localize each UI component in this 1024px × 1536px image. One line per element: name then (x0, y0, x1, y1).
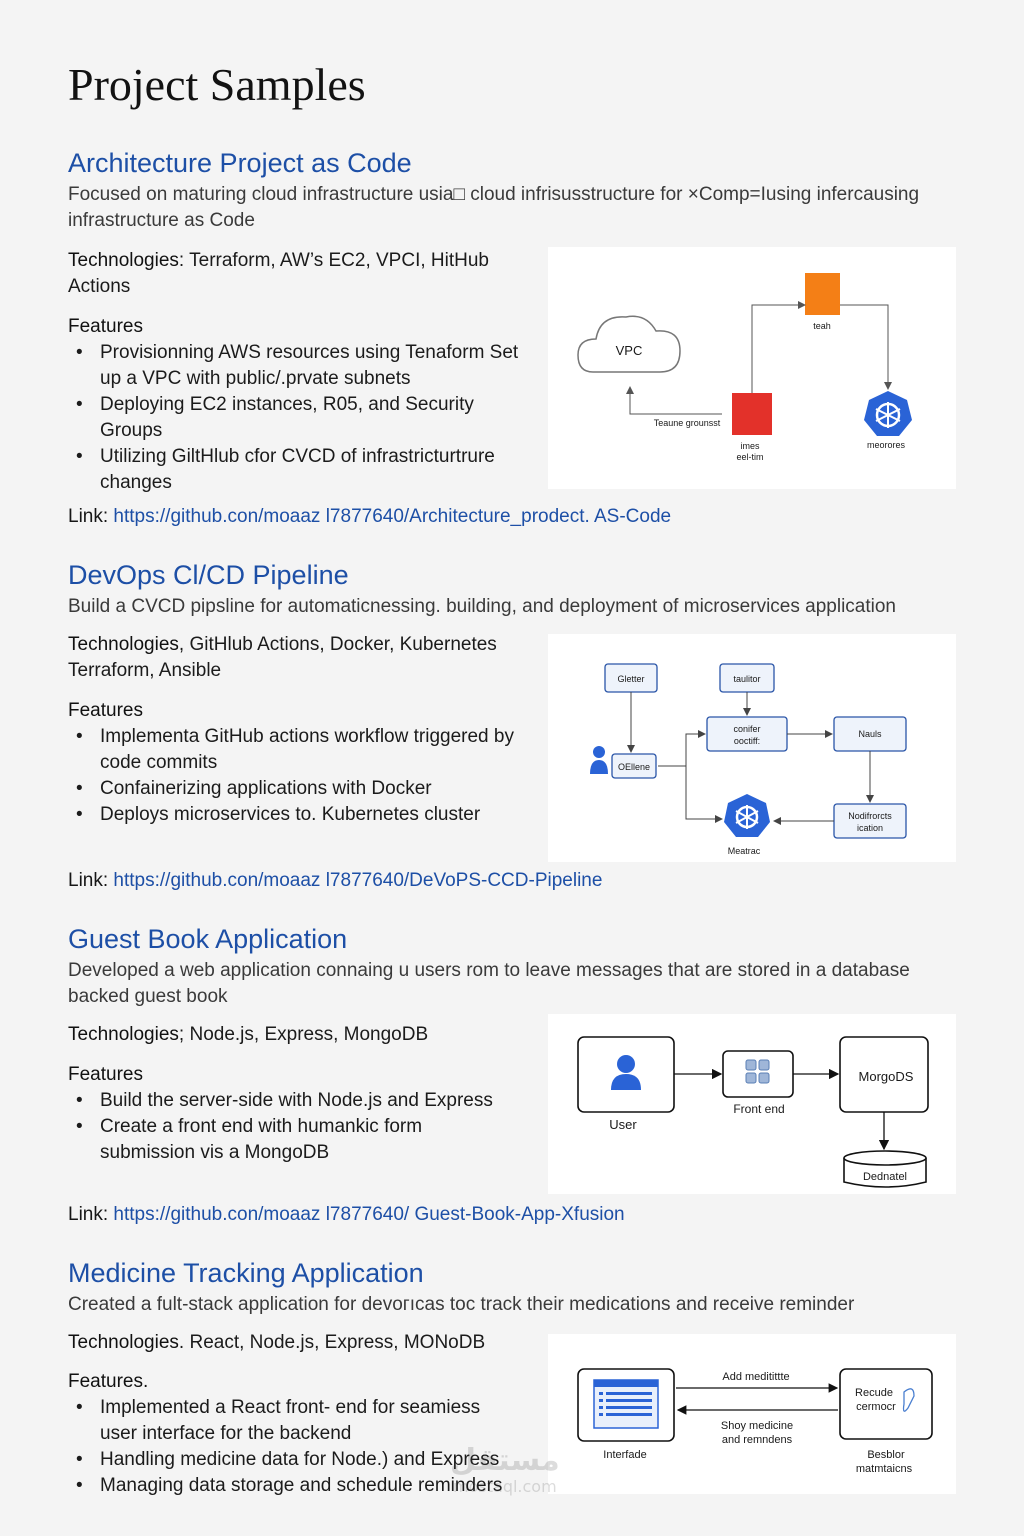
svg-text:eel-tim: eel-tim (736, 452, 763, 462)
arrow-label: Teaune grounsst (654, 418, 721, 428)
architecture-diagram: VPC teah imes eel-tim meorores Teaune gr… (548, 247, 956, 489)
feature-item: Implemented a React front- end for seami… (76, 1395, 520, 1447)
project-title: DevOps Cl/CD Pipeline (68, 560, 349, 590)
feature-item: Deploying EC2 instances, R05, and Securi… (76, 392, 520, 444)
project-link[interactable]: https://github.con/moaaz l7877640/DeVoPS… (113, 870, 603, 891)
feature-item: Utilizing GiltHlub cfor CVCD of infrastr… (76, 444, 520, 496)
technologies-list: React, Node.js, Express, MONoDB (184, 1332, 486, 1353)
user-icon (590, 746, 608, 774)
svg-text:Nauls: Nauls (858, 729, 882, 739)
features-list: Provisionning AWS resources using Tenafo… (68, 340, 520, 496)
feature-item: Implementa GitHub actions workflow trigg… (76, 724, 520, 776)
features-heading: Features (68, 316, 143, 337)
project-link[interactable]: https://github.con/moaaz l7877640/ Guest… (113, 1204, 625, 1225)
project-description: Focused on maturing cloud infrastructure… (68, 184, 920, 231)
frontend-icon (745, 1059, 770, 1084)
kubernetes-label: Meatrac (728, 846, 761, 856)
orange-service-label: teah (813, 321, 831, 331)
features-heading: Features (68, 1064, 143, 1085)
technologies-label: Technologies (68, 1332, 179, 1353)
feature-item: Build the server-side with Node.js and E… (76, 1088, 520, 1114)
svg-text:matmtaicns: matmtaicns (856, 1463, 913, 1475)
project-title: Guest Book Application (68, 924, 348, 954)
svg-text:imes: imes (740, 441, 760, 451)
svg-text:Gletter: Gletter (617, 674, 644, 684)
project-link[interactable]: https://github.con/moaaz l7877640/Archit… (113, 506, 672, 527)
technologies-line: Technologies, GitHlub Actions, Docker, K… (68, 634, 497, 681)
project-guestbook: Guest Book Application Developed a web a… (68, 922, 968, 1166)
cloud-icon (577, 315, 681, 373)
project-link-line: Link: https://github.con/moaaz l7877640/… (68, 870, 603, 891)
svg-text:conifer: conifer (733, 724, 760, 734)
feature-item: Provisionning AWS resources using Tenafo… (76, 340, 520, 392)
project-title: Medicine Tracking Application (68, 1258, 424, 1288)
technologies-label: Technologies (68, 250, 179, 271)
features-heading: Features (68, 700, 143, 721)
technologies-label: Technologies (68, 1024, 179, 1045)
svg-text:Recude: Recude (855, 1387, 893, 1399)
feature-item: Deploys microservices to. Kubernetes clu… (76, 802, 520, 828)
project-medicine: Medicine Tracking Application Created a … (68, 1256, 968, 1499)
red-service-icon (732, 393, 772, 435)
features-list: Build the server-side with Node.js and E… (68, 1088, 520, 1166)
vpc-label: VPC (616, 343, 643, 358)
svg-text:Front end: Front end (733, 1102, 784, 1116)
svg-text:Nodifrorcts: Nodifrorcts (848, 811, 892, 821)
watermark-logo: مستقل mostaql.com (450, 1443, 560, 1496)
project-description: Build a CVCD pipsline for automaticnessi… (68, 596, 896, 617)
project-title: Architecture Project as Code (68, 148, 412, 178)
interface-window-icon (593, 1379, 659, 1429)
svg-text:Besblor: Besblor (867, 1449, 905, 1461)
technologies-list: GitHlub Actions, Docker, Kubernetes Terr… (68, 634, 497, 681)
link-label: Link (68, 1204, 103, 1225)
svg-text:cermocr: cermocr (856, 1401, 896, 1413)
pill-icon (902, 1388, 915, 1412)
orange-service-icon (805, 273, 840, 315)
svg-text:Shoy medicine: Shoy medicine (721, 1420, 793, 1432)
project-architecture: Architecture Project as Code Focused on … (68, 146, 968, 496)
guestbook-diagram: User Front end MorgoDS Dednatel (548, 1014, 956, 1194)
svg-text:and remndens: and remndens (722, 1434, 793, 1446)
database-icon (843, 1150, 927, 1188)
features-heading: Features. (68, 1371, 149, 1392)
project-description: Created a fult-stack application for dev… (68, 1294, 855, 1315)
link-label: Link (68, 506, 103, 527)
svg-text:Dednatel: Dednatel (863, 1171, 907, 1183)
svg-text:taulitor: taulitor (733, 674, 760, 684)
project-devops: DevOps Cl/CD Pipeline Build a CVCD pipsl… (68, 558, 968, 828)
technologies-line: Technologies. React, Node.js, Express, M… (68, 1332, 486, 1353)
link-label: Link (68, 870, 103, 891)
technologies-list: Node.js, Express, MongoDB (184, 1024, 429, 1045)
page-title: Project Samples (68, 59, 366, 110)
svg-text:Add meditittte: Add meditittte (722, 1371, 789, 1383)
kubernetes-label: meorores (867, 440, 906, 450)
technologies-label: Technologies (68, 634, 179, 655)
technologies-line: Technologies: Terraform, AW’s EC2, VPCI,… (68, 250, 489, 297)
project-link-line: Link: https://github.con/moaaz l7877640/… (68, 1204, 625, 1225)
project-link-line: Link: https://github.con/moaaz l7877640/… (68, 506, 672, 527)
feature-item: Confainerizing applications with Docker (76, 776, 520, 802)
features-list: Implemented a React front- end for seami… (68, 1395, 520, 1499)
svg-text:MorgoDS: MorgoDS (859, 1069, 914, 1084)
devops-diagram: Gletter taulitor conifer ooctiff: Nauls … (548, 634, 956, 862)
project-description: Developed a web application connaing u u… (68, 960, 910, 1007)
user-icon (611, 1055, 641, 1090)
svg-text:ication: ication (857, 823, 883, 833)
svg-text:ooctiff:: ooctiff: (734, 736, 760, 746)
feature-item: Create a front end with humankic form su… (76, 1114, 520, 1166)
svg-text:Interfade: Interfade (603, 1449, 646, 1461)
technologies-line: Technologies; Node.js, Express, MongoDB (68, 1024, 429, 1045)
technologies-list: Terraform, AW’s EC2, VPCI, HitHub Action… (68, 250, 489, 297)
feature-item: Managing data storage and schedule remin… (76, 1473, 520, 1499)
feature-item: Handling medicine data for Node.) and Ex… (76, 1447, 520, 1473)
svg-text:OEllene: OEllene (618, 762, 650, 772)
features-list: Implementa GitHub actions workflow trigg… (68, 724, 520, 828)
medicine-diagram: Interfade Recude cermocr Besblor matmtai… (548, 1334, 956, 1494)
svg-text:User: User (609, 1117, 637, 1132)
